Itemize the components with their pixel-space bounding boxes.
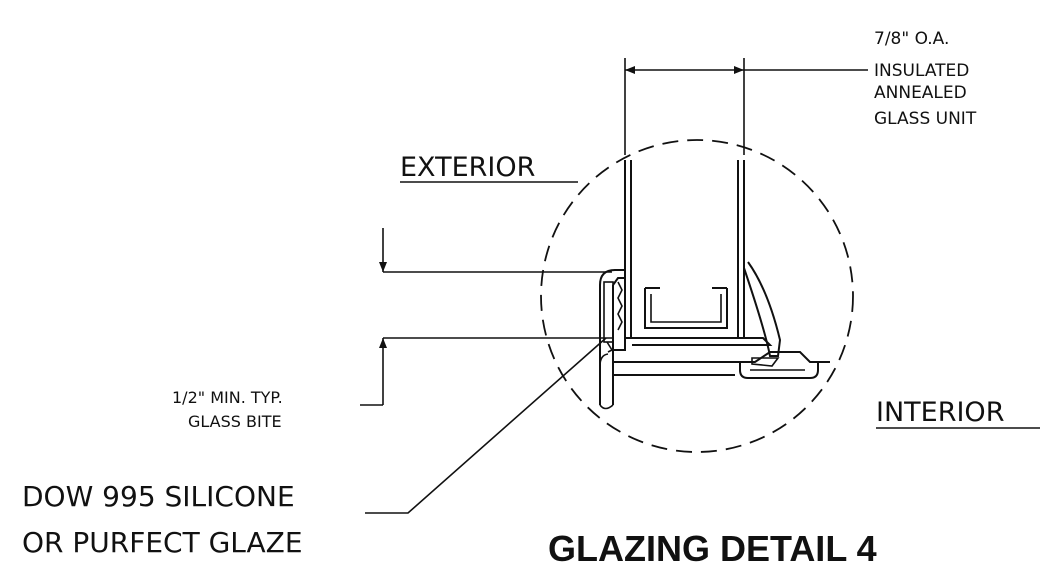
- sealant-note: DOW 995 SILICONE OR PURFECT GLAZE: [22, 480, 303, 559]
- glass-bite-note: 1/2" MIN. TYP. GLASS BITE: [172, 388, 283, 431]
- spacer-channel: [644, 287, 728, 329]
- svg-text:OR PURFECT GLAZE: OR PURFECT GLAZE: [22, 526, 303, 559]
- svg-text:DOW 995 SILICONE: DOW 995 SILICONE: [22, 480, 295, 513]
- svg-text:GLASS UNIT: GLASS UNIT: [874, 109, 977, 129]
- glass-unit-dimension: [624, 58, 868, 155]
- exterior-label: EXTERIOR: [400, 152, 535, 183]
- svg-text:ANNEALED: ANNEALED: [874, 83, 967, 103]
- detail-title: GLAZING DETAIL 4: [548, 528, 877, 569]
- frame-profile: [599, 269, 830, 410]
- svg-text:GLASS BITE: GLASS BITE: [188, 412, 282, 431]
- setting-block: [625, 337, 773, 346]
- glass-bite-dimension: [360, 228, 612, 406]
- insulated-glass-unit: [624, 160, 745, 338]
- svg-text:1/2" MIN. TYP.: 1/2" MIN. TYP.: [172, 388, 283, 407]
- glass-unit-note: 7/8" O.A. INSULATED ANNEALED GLASS UNIT: [874, 29, 977, 129]
- sealant-leader: [365, 337, 607, 514]
- detail-circle: [540, 139, 854, 453]
- interior-wedge-gasket: [743, 261, 782, 367]
- interior-label: INTERIOR: [876, 397, 1004, 428]
- svg-text:INSULATED: INSULATED: [874, 61, 969, 81]
- svg-text:7/8" O.A.: 7/8" O.A.: [874, 29, 949, 49]
- exterior-gasket: [603, 281, 623, 353]
